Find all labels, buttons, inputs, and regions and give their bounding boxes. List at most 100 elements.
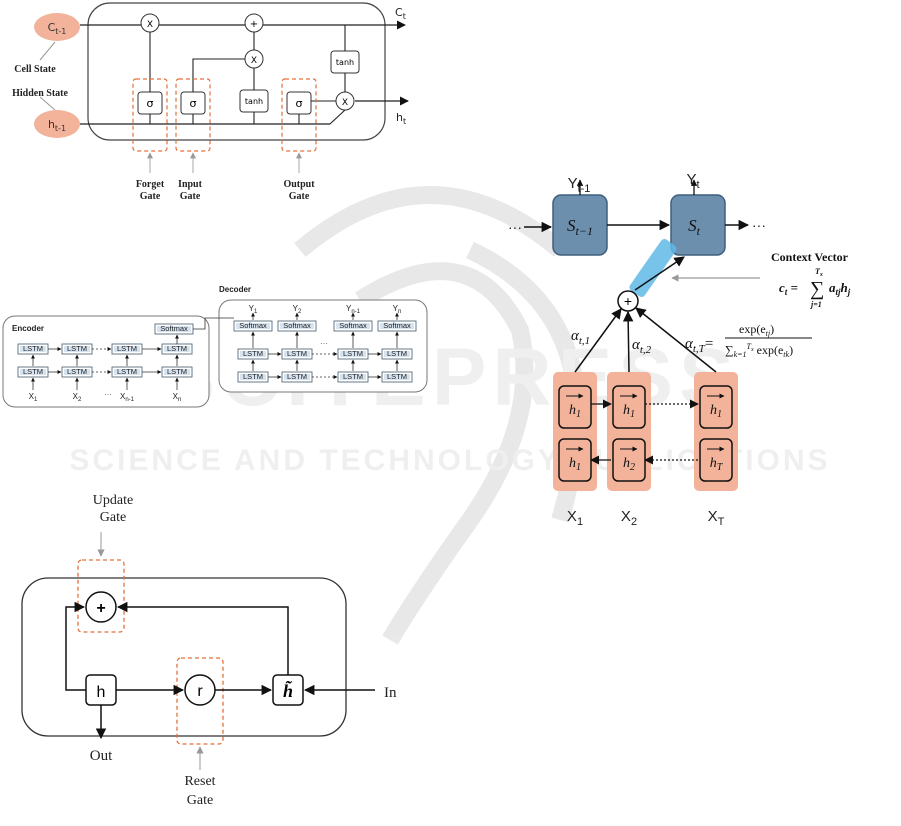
cell-add-symbol: + [250,19,258,30]
ht-sub: t [403,117,406,126]
s-prev-sub: t−1 [576,224,593,238]
decoder-output-2: Y2 [293,304,302,315]
output-multiply-symbol: X [342,98,348,108]
h-prev-node [34,110,80,138]
alpha2: α [632,337,641,353]
context-upper: T [815,267,821,276]
encoder-input-label-3: XT [708,508,725,528]
context-vector-title: Context Vector [771,250,849,264]
svg-text:αt,2: αt,2 [632,337,652,356]
encoder-column-T [694,372,738,491]
decoder-lstm-2-1: LSTM [237,371,269,383]
cell-state-label: Cell State [14,64,56,75]
svg-text:∑k=1Tx exp(etk): ∑k=1Tx exp(etk) [725,342,793,359]
decoder-softmax-1: Softmax [233,320,273,332]
svg-text:ht-1: ht-1 [48,118,66,133]
encoder-input-2: X2 [73,392,82,403]
backward-cell-3-label: hT [710,456,724,473]
svg-text:atjhj: atjhj [829,280,851,297]
y-t-sub: t [696,179,699,191]
attention-sum-symbol: + [624,293,632,309]
cell-tanh: tanh [336,58,354,67]
ct-sub: t [403,12,406,21]
decoder-lstm-1-2-label: LSTM [287,349,307,358]
gru-add-node [85,591,117,623]
alpha1-sub: t,1 [579,335,590,347]
lstm-cell-diagram: Ct-1 ht-1 Cell State Hidden State Ct ht … [12,2,409,202]
input-multiply-symbol: X [251,56,257,66]
alpha2-sub: t,2 [640,344,652,356]
backward-cell-2-label: h2 [623,456,635,473]
output-gate-label-1: Output [283,179,315,190]
backward-cell-1-label: h1 [569,456,581,473]
y-t-base: Y [686,171,696,188]
h-prev-base: h [48,118,55,131]
ct-base: C [395,6,403,19]
encoder-lstm-1-2-label: LSTM [67,344,87,353]
forget-gate-highlight [132,78,168,152]
alpha1: α [571,328,580,344]
encoder-lstm-2-3: LSTM [111,366,143,378]
c-prev-node [34,13,80,41]
svg-text:St−1: St−1 [567,216,593,238]
gru-in-label: In [384,685,397,701]
update-gate-label-2: Gate [100,510,126,525]
encoder-lstm-1-1-label: LSTM [23,344,43,353]
encoder-lstm-1-3: LSTM [111,343,143,355]
softmax-den: exp(e [757,343,784,357]
forward-cell-1-label: h1 [569,403,581,420]
svg-text:Tx: Tx [815,267,823,278]
encoder-lstm-2-1: LSTM [17,366,49,378]
encoder-lstm-2-2: LSTM [61,366,93,378]
encoder-input-label-1: X1 [567,508,583,528]
svg-text:Yt-1: Yt-1 [568,175,591,195]
encoder-label: Encoder [12,324,44,333]
output-gate-label-2: Gate [289,191,310,202]
decoder-output-3: Yn-1 [346,304,361,315]
context-lhs: c [779,280,785,295]
softmax-num: exp(e [739,322,766,336]
encoder-lstm-1-4: LSTM [161,343,193,355]
svg-text:αt,1: αt,1 [571,328,590,347]
hidden-state-label: Hidden State [12,88,68,99]
c-prev-base: C [48,21,56,34]
softmax-den-sub: tk [783,350,789,359]
attention-diagram: Yt-1 Yt ··· St−1 St ··· Context Vector c… [508,171,851,528]
forward-cell-2: h1 [612,385,646,429]
reset-gate-highlight [176,657,224,745]
decoder-softmax-1-label: Softmax [239,321,267,330]
svg-text:exp(etj): exp(etj) [739,322,774,338]
encoder-lstm-1-3-label: LSTM [117,344,137,353]
output-sigma: σ [296,97,303,110]
decoder-label: Decoder [219,285,251,294]
decoder-lstm-1-3-label: LSTM [343,349,363,358]
decoder-ellipsis: ··· [320,339,328,348]
decoder-lstm-2-4: LSTM [381,371,413,383]
ht-base: h [396,111,403,124]
decoder-lstm-1-1-label: LSTM [243,349,263,358]
gru-connections [65,601,375,740]
encoder-input-4: Xn [173,392,182,403]
context-upper-sub: x [819,272,823,278]
svg-text:Ct-1: Ct-1 [48,21,67,36]
context-lower: j=1 [809,300,822,309]
encoder-column-1 [553,372,597,491]
decoder-leading-dots: ··· [508,219,522,235]
decoder-trailing-dots: ··· [752,217,766,233]
context-term: a [829,280,836,295]
lstm-cell-boundary [87,2,386,141]
attention-weight-arrows [574,307,717,373]
decoder-output-1: Y1 [249,304,258,315]
gru-candidate-symbol: h̃ [283,680,293,701]
encoder-column-2 [607,372,651,491]
gru-out-label: Out [90,748,113,764]
svg-text:Ct: Ct [395,6,406,21]
svg-text:∑: ∑ [810,278,824,300]
s-t-sub: t [697,224,701,238]
encoder-input-label-2: X2 [621,508,637,528]
